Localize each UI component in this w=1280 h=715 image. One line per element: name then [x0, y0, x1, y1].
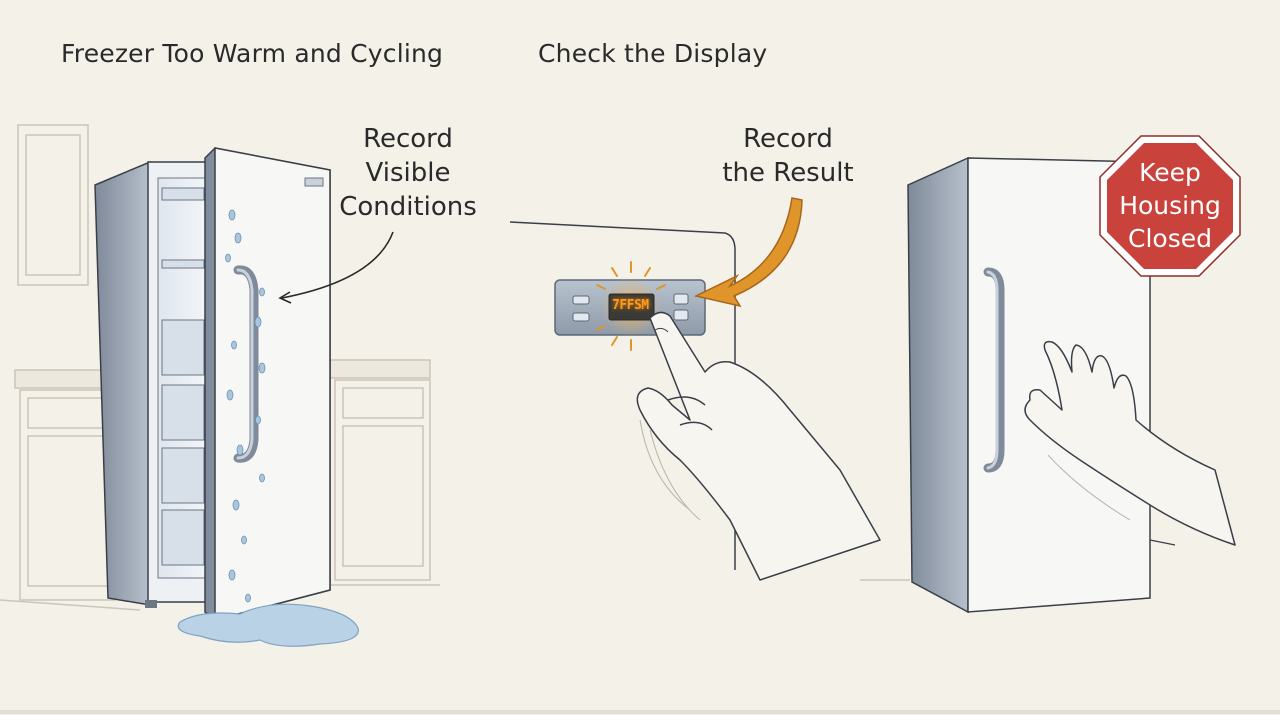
stop-sign-text: Keep Housing Closed	[1110, 156, 1230, 255]
callout-line: Record	[743, 124, 833, 154]
water-droplets-icon	[225, 209, 266, 603]
kitchen-cabinets	[0, 124, 440, 611]
panel-title-1: Freezer Too Warm and Cycling	[61, 39, 444, 68]
callout-line: Conditions	[339, 192, 477, 222]
callout-line: Visible	[365, 158, 451, 188]
stop-sign-icon	[1099, 135, 1241, 277]
sign-line: Keep	[1139, 158, 1201, 187]
callout-record-result: Record the Result	[718, 122, 858, 190]
callout-arrow-1	[281, 231, 394, 299]
callout-record-conditions: Record Visible Conditions	[338, 122, 478, 224]
water-puddle-icon	[177, 603, 359, 647]
sign-line: Closed	[1128, 224, 1212, 253]
curved-arrow-icon	[693, 197, 803, 308]
appliance-side-outline	[509, 221, 736, 570]
sign-line: Housing	[1119, 191, 1221, 220]
panel-title-2: Check the Display	[538, 39, 768, 68]
callout-line: the Result	[722, 158, 854, 188]
flat-hand-icon	[1024, 340, 1236, 546]
pointing-hand-icon	[636, 311, 881, 581]
freezer-open-icon	[94, 147, 331, 621]
display-readout: 7FFSM	[612, 298, 649, 313]
callout-line: Record	[363, 124, 453, 154]
display-glow-rays	[596, 261, 666, 351]
